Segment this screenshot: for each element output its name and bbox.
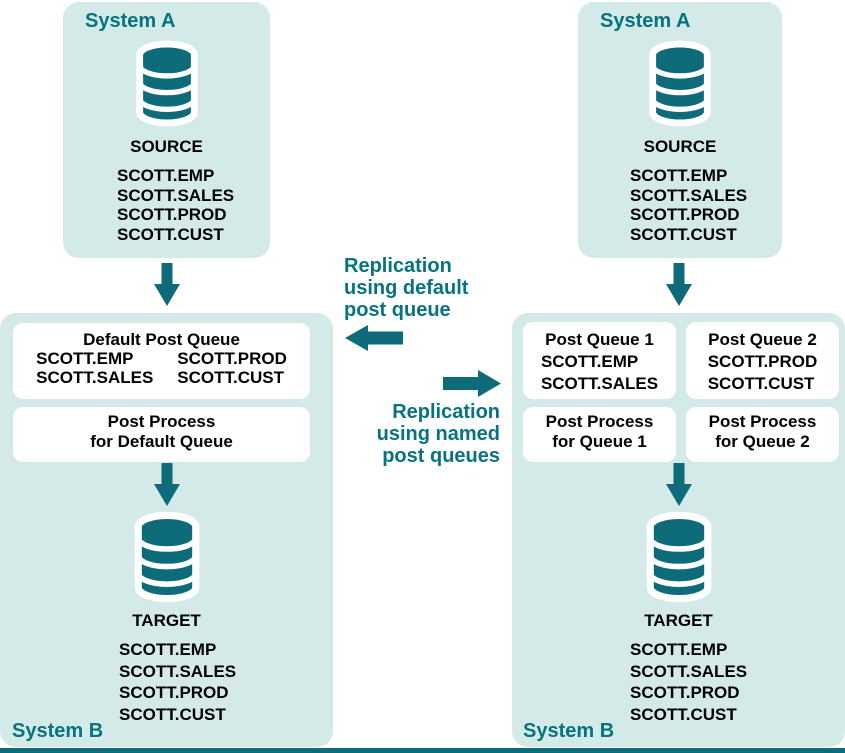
right-source-label: SOURCE	[643, 137, 717, 156]
caption-line: post queue	[344, 299, 451, 321]
caption-line: Replication	[344, 255, 452, 277]
table-name: SCOTT.EMP	[540, 352, 639, 371]
left-target-label: TARGET	[132, 611, 201, 630]
arrow-down-icon	[665, 463, 692, 506]
replication-default-caption: Replication using default post queue	[344, 255, 494, 321]
table-name: SCOTT.PROD	[630, 683, 740, 702]
caption-line: Replication	[392, 401, 500, 423]
bottom-accent-bar	[0, 748, 845, 753]
table-name: SCOTT.PROD	[119, 683, 229, 702]
right-system-a-title: System A	[600, 10, 691, 32]
default-post-queue-tables: SCOTT.EMP SCOTT.SALES SCOTT.PROD SCOTT.C…	[13, 349, 310, 387]
right-target-label: TARGET	[644, 611, 713, 630]
table-name: SCOTT.SALES	[540, 374, 659, 393]
table-name: SCOTT.EMP	[36, 349, 134, 368]
table-name: SCOTT.PROD	[177, 349, 287, 368]
left-source-label: SOURCE	[130, 137, 203, 156]
post-process-line: Post Process	[545, 412, 654, 431]
right-system-b-panel: Post Queue 1 SCOTT.EMP SCOTT.SALES Post …	[512, 313, 845, 747]
table-name: SCOTT.PROD	[630, 205, 740, 224]
table-name: SCOTT.CUST	[707, 374, 815, 393]
arrow-left-icon	[345, 325, 403, 351]
left-system-b-panel: Default Post Queue SCOTT.EMP SCOTT.SALES…	[0, 313, 333, 747]
table-name: SCOTT.CUST	[177, 368, 285, 387]
left-system-b-title: System B	[12, 720, 104, 742]
table-name: SCOTT.PROD	[117, 205, 227, 224]
post-queue-1-tables: SCOTT.EMP SCOTT.SALES	[541, 351, 658, 395]
table-name: SCOTT.EMP	[119, 640, 217, 659]
default-post-process-box: Post Process for Default Queue	[13, 407, 310, 462]
left-system-a-title: System A	[85, 10, 176, 32]
database-cylinder-icon	[642, 38, 718, 129]
right-target-table-list: SCOTT.EMP SCOTT.SALES SCOTT.PROD SCOTT.C…	[630, 639, 747, 725]
replication-named-caption: Replication using named post queues	[340, 401, 500, 467]
arrow-down-icon	[666, 263, 692, 306]
database-cylinder-icon	[639, 509, 719, 605]
post-queue-1-title: Post Queue 1	[545, 330, 654, 349]
caption-line: post queues	[382, 445, 500, 467]
table-name: SCOTT.SALES	[117, 185, 235, 205]
post-process-1-box: Post Process for Queue 1	[523, 407, 676, 462]
arrow-right-icon	[443, 370, 501, 397]
post-process-line: for Queue 2	[715, 432, 810, 451]
table-name: SCOTT.CUST	[117, 224, 224, 244]
left-source-table-list: SCOTT.EMP SCOTT.SALES SCOTT.PROD SCOTT.C…	[117, 166, 234, 244]
post-queue-1-box: Post Queue 1 SCOTT.EMP SCOTT.SALES	[523, 322, 676, 399]
post-queue-2-tables: SCOTT.PROD SCOTT.CUST	[708, 351, 818, 395]
post-process-line: for Queue 1	[552, 432, 647, 451]
table-name: SCOTT.EMP	[630, 166, 728, 185]
post-process-line: Post Process	[107, 412, 216, 431]
table-name: SCOTT.SALES	[36, 368, 154, 387]
database-cylinder-icon	[129, 38, 205, 129]
table-name: SCOTT.SALES	[630, 661, 748, 681]
table-name: SCOTT.EMP	[117, 166, 215, 185]
post-queue-2-title: Post Queue 2	[708, 330, 817, 349]
table-name: SCOTT.CUST	[119, 704, 226, 724]
table-name: SCOTT.SALES	[119, 661, 237, 681]
post-process-line: Post Process	[708, 412, 817, 431]
table-name: SCOTT.SALES	[630, 185, 748, 205]
table-name: SCOTT.CUST	[630, 704, 737, 724]
arrow-down-icon	[153, 463, 180, 506]
caption-line: using default	[344, 277, 469, 299]
database-cylinder-icon	[127, 509, 207, 605]
right-system-b-title: System B	[523, 720, 615, 742]
default-post-queue-box: Default Post Queue SCOTT.EMP SCOTT.SALES…	[13, 323, 310, 399]
default-post-queue-title: Default Post Queue	[83, 330, 240, 349]
table-name: SCOTT.PROD	[707, 352, 818, 371]
table-name: SCOTT.CUST	[630, 224, 737, 244]
left-target-table-list: SCOTT.EMP SCOTT.SALES SCOTT.PROD SCOTT.C…	[119, 639, 236, 725]
left-system-a-panel: System A SOURCE SCOTT.EMP SCOTT.SALES SC…	[63, 2, 270, 258]
post-process-line: for Default Queue	[90, 432, 233, 451]
caption-line: using named	[376, 423, 500, 445]
post-queue-2-box: Post Queue 2 SCOTT.PROD SCOTT.CUST	[686, 322, 839, 399]
post-process-2-box: Post Process for Queue 2	[686, 407, 839, 462]
arrow-down-icon	[154, 263, 180, 306]
right-system-a-panel: System A SOURCE SCOTT.EMP SCOTT.SALES SC…	[578, 2, 782, 258]
table-name: SCOTT.EMP	[630, 640, 728, 659]
right-source-table-list: SCOTT.EMP SCOTT.SALES SCOTT.PROD SCOTT.C…	[630, 166, 747, 244]
